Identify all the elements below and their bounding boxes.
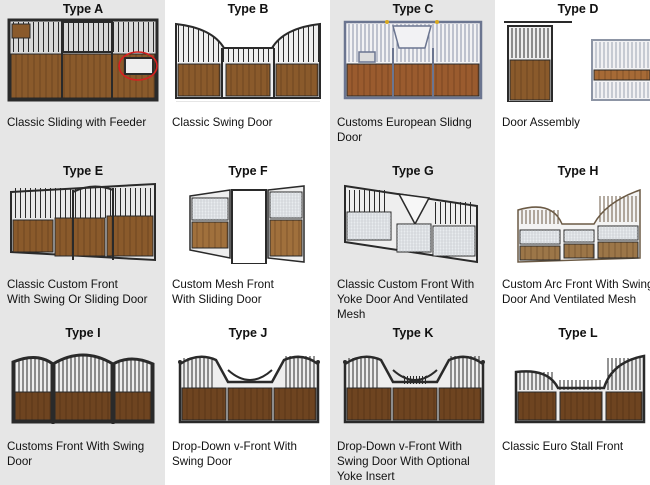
- stall-card: Type A Classic Sliding with Feeder: [2, 0, 164, 161]
- stall-drawing: [7, 18, 159, 102]
- stall-caption-line: Door Assembly: [502, 116, 580, 129]
- stall-caption: Classic Euro Stall Front: [502, 439, 650, 454]
- stall-caption-line: Classic Custom Front: [7, 278, 118, 291]
- stall-front-illustration: [172, 18, 324, 102]
- stall-type-title: Type H: [557, 164, 599, 178]
- stall-type-title: Type A: [62, 2, 104, 16]
- stall-front-illustration: [502, 180, 650, 264]
- stall-drawing: [189, 185, 305, 264]
- stall-type-title: Type L: [558, 326, 598, 340]
- stall-card: Type D Door Assembly: [497, 0, 650, 161]
- stall-type-title: Type E: [62, 164, 104, 178]
- stall-type-title: Type D: [557, 2, 599, 16]
- stall-card: Type L Classic Euro Stall Front: [497, 324, 650, 485]
- stall-drawing: [504, 21, 650, 102]
- stall-type-title: Type J: [228, 326, 268, 340]
- stall-front-illustration: [7, 180, 159, 264]
- stall-caption-line: Drop-Down v-Front With: [337, 440, 462, 453]
- stall-drawing: [175, 22, 321, 102]
- stall-caption-line: Customs Front With Swing: [7, 440, 145, 453]
- stall-type-title: Type C: [392, 2, 434, 16]
- stall-caption-line: Yoke Insert: [337, 470, 395, 483]
- stall-drawing: [344, 184, 478, 264]
- stall-caption: Classic Sliding with Feeder: [7, 115, 163, 130]
- stall-caption-line: Custom Mesh Front: [172, 278, 274, 291]
- stall-caption-line: Classic Euro Stall Front: [502, 440, 624, 453]
- stall-card: Type B Classic Swing Door: [167, 0, 329, 161]
- stall-caption-line: Mesh: [337, 308, 366, 321]
- stall-drawing: [514, 354, 646, 424]
- stall-front-illustration: [337, 180, 489, 264]
- stall-caption-line: Drop-Down v-Front With: [172, 440, 297, 453]
- stall-caption-line: With Swing Or Sliding Door: [7, 293, 148, 306]
- stall-front-illustration: [502, 18, 650, 102]
- stall-caption-line: Swing Door: [172, 455, 232, 468]
- stall-front-illustration: [337, 342, 489, 426]
- stall-caption-line: Door And Ventilated Mesh: [502, 293, 637, 306]
- stall-caption-line: Yoke Door And Ventilated: [337, 293, 469, 306]
- stall-caption-line: Classic Sliding with Feeder: [7, 116, 147, 129]
- stall-front-illustration: [172, 342, 324, 426]
- stall-caption-line: Classic Swing Door: [172, 116, 273, 129]
- stall-front-illustration: [502, 342, 650, 426]
- stall-drawing: [517, 188, 641, 263]
- stall-type-title: Type K: [392, 326, 434, 340]
- stall-caption-line: Swing Door With Optional: [337, 455, 470, 468]
- stall-caption: Classic Swing Door: [172, 115, 328, 130]
- stall-front-illustration: [172, 180, 324, 264]
- stall-caption-line: Door: [7, 455, 33, 468]
- stall-front-illustration: [337, 18, 489, 102]
- stall-caption-line: Door: [337, 131, 363, 144]
- stall-type-title: Type I: [65, 326, 101, 340]
- stall-caption-line: Customs European Slidng: [337, 116, 472, 129]
- stall-drawing: [10, 182, 156, 262]
- stall-caption-line: With Sliding Door: [172, 293, 262, 306]
- stall-drawing: [11, 353, 155, 424]
- stall-front-illustration: [7, 18, 159, 102]
- stall-drawing: [343, 20, 483, 100]
- stall-caption-line: Classic Custom Front With: [337, 278, 475, 291]
- stall-front-illustration: [7, 342, 159, 426]
- stall-type-title: Type F: [228, 164, 268, 178]
- stall-caption-line: Custom Arc Front With Swing: [502, 278, 650, 291]
- stall-drawing: [178, 355, 320, 424]
- stall-caption: Door Assembly: [502, 115, 650, 130]
- stall-drawing: [343, 355, 485, 424]
- stall-type-title: Type B: [227, 2, 269, 16]
- stall-type-title: Type G: [392, 164, 434, 178]
